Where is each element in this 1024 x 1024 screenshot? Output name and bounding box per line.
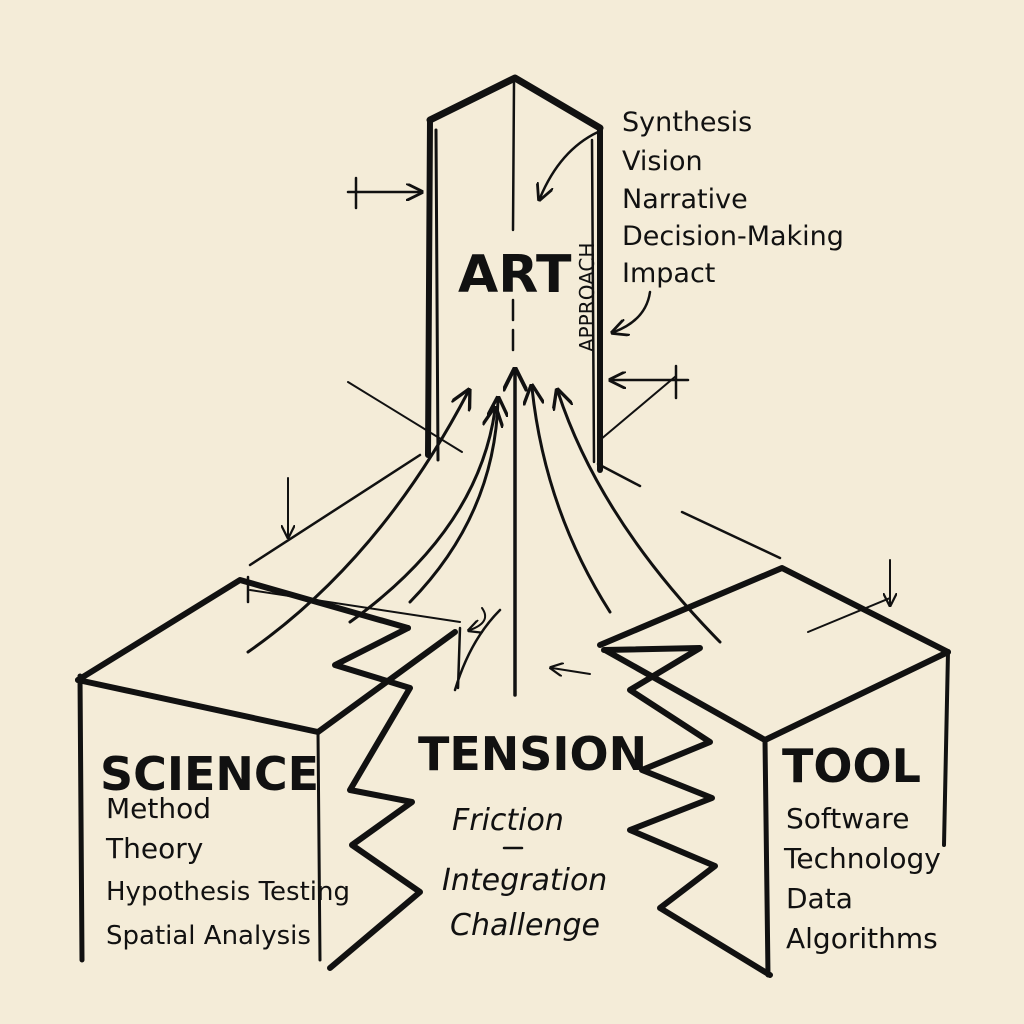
art-item: Decision-Making	[622, 221, 844, 252]
tool-items: Software Technology Data Algorithms	[783, 802, 941, 955]
science-item: Theory	[105, 832, 203, 865]
art-side-label: APPROACH	[575, 243, 599, 352]
art-item: Narrative	[622, 184, 748, 215]
art-item: Vision	[622, 146, 703, 177]
tool-title: TOOL	[782, 739, 921, 793]
science-item: Spatial Analysis	[106, 921, 311, 951]
science-items: Method Theory Hypothesis Testing Spatial…	[105, 792, 350, 951]
art-item: Synthesis	[622, 107, 752, 138]
tension-item: Challenge	[450, 908, 600, 943]
tension-item: Friction	[452, 803, 564, 838]
science-item: Hypothesis Testing	[106, 877, 350, 907]
science-item: Method	[106, 792, 211, 825]
tension-item: Integration	[442, 863, 607, 898]
tool-item: Technology	[783, 842, 941, 875]
tool-item: Algorithms	[786, 922, 938, 955]
tension-items: Friction Integration Challenge	[442, 803, 607, 943]
art-item: Impact	[622, 258, 715, 289]
tool-item: Software	[786, 802, 909, 835]
art-title: ART	[458, 245, 572, 305]
art-items: Synthesis Vision Narrative Decision-Maki…	[622, 107, 844, 289]
tension-title: TENSION	[418, 727, 647, 781]
tool-box	[552, 464, 948, 975]
tool-item: Data	[786, 882, 853, 915]
